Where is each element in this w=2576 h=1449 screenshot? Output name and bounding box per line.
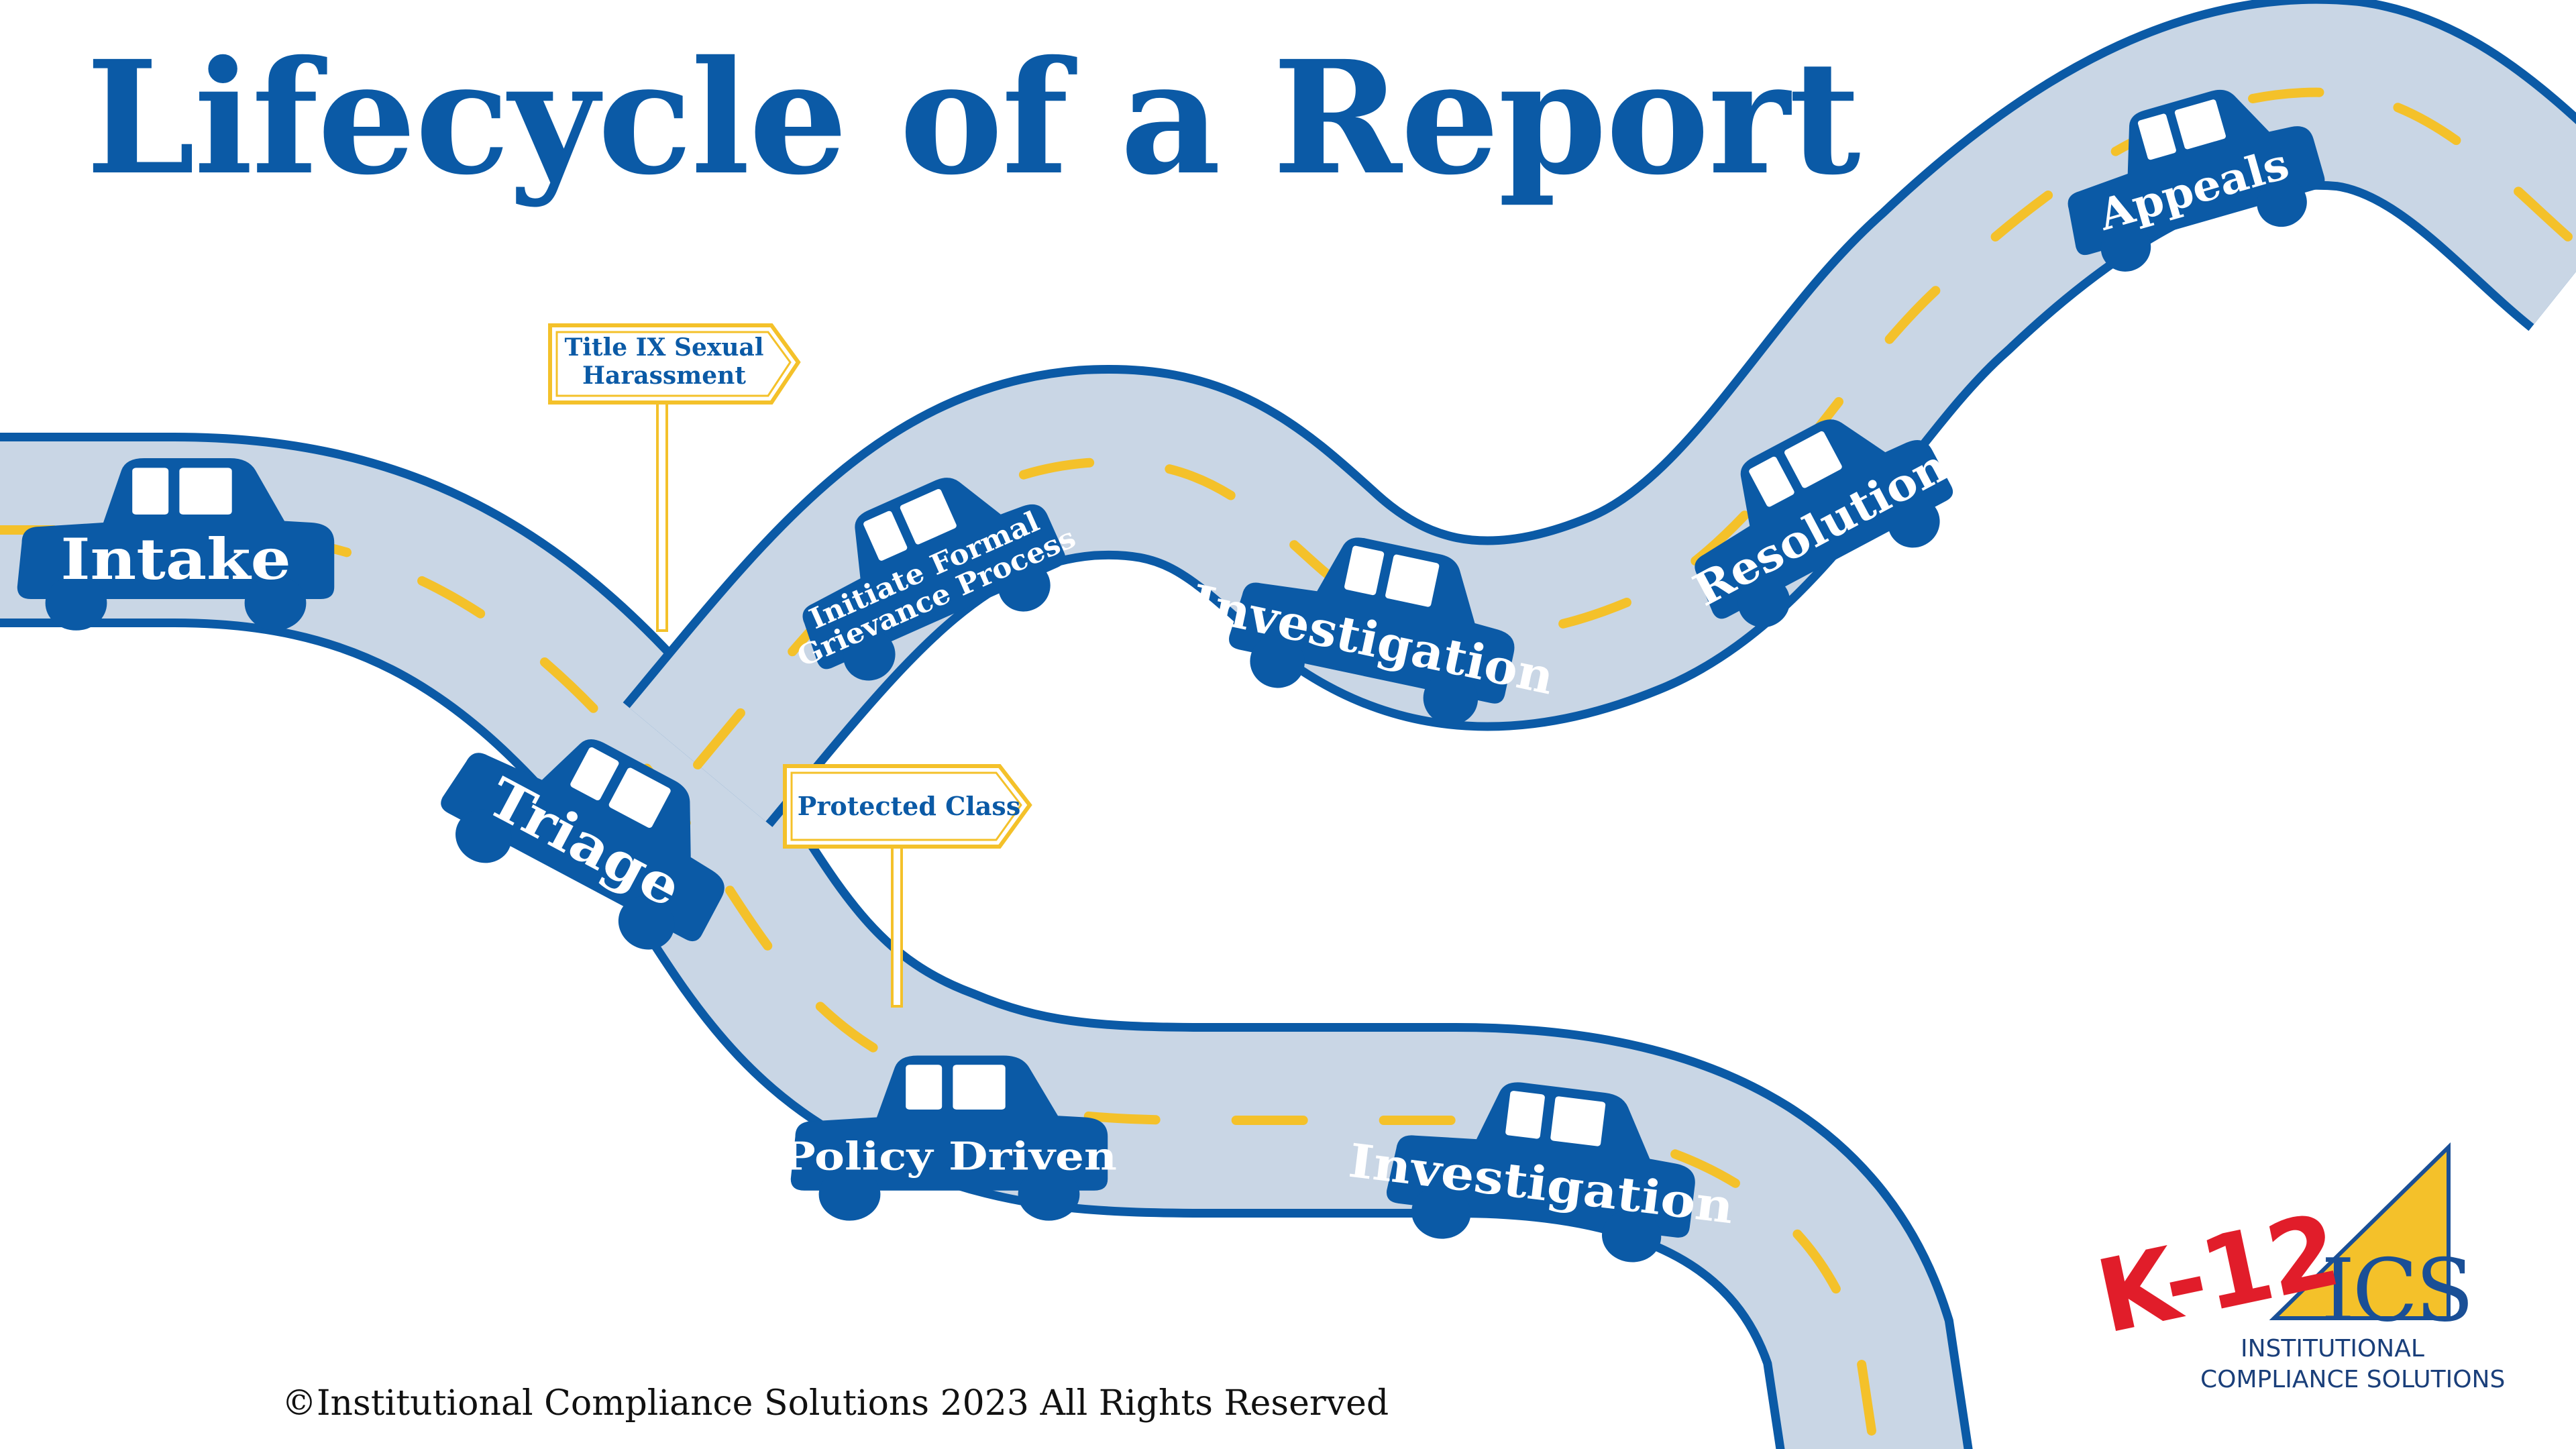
road-title-ix-branch: [623, 0, 2576, 827]
car-intake: Intake: [17, 458, 335, 631]
logo-subtitle-line2: COMPLIANCE SOLUTIONS: [2200, 1366, 2506, 1393]
page-title: Lifecycle of a Report: [86, 26, 1861, 209]
logo-subtitle-line1: INSTITUTIONAL: [2241, 1335, 2424, 1362]
logo-triangle-icon: [2269, 1142, 2451, 1320]
copyright-notice: ©Institutional Compliance Solutions 2023…: [282, 1383, 1389, 1424]
logo-mark: ICS: [2321, 1241, 2474, 1341]
car-policy-driven: Policy Driven: [782, 1055, 1117, 1221]
sign-protected-class-label: Protected Class: [798, 791, 1020, 821]
sign-title-ix-line1: Title IX Sexual: [564, 333, 763, 362]
sign-protected-class: Protected Class: [783, 764, 1032, 1008]
ics-logo: ICS K-12 INSTITUTIONAL COMPLIANCE SOLUTI…: [2088, 1140, 2529, 1409]
car-intake-label: Intake: [60, 527, 290, 593]
sign-title-ix-line2: Harassment: [582, 362, 746, 390]
car-policy-driven-label: Policy Driven: [782, 1134, 1117, 1179]
sign-title-ix: Title IX Sexual Harassment: [548, 323, 801, 632]
